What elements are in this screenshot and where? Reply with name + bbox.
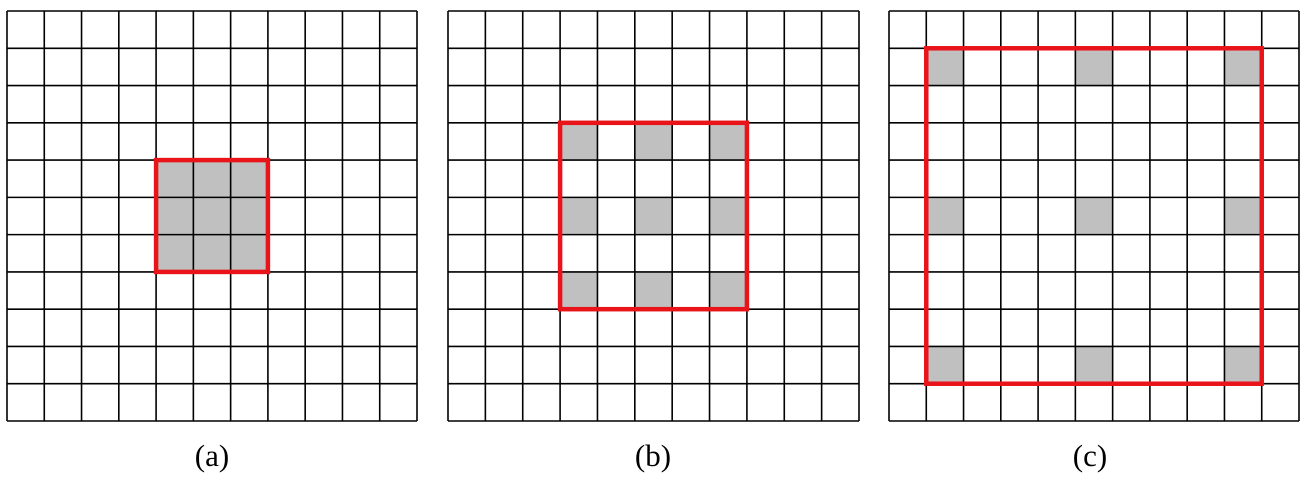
sampled-cell bbox=[709, 197, 747, 235]
receptive-field-box bbox=[557, 120, 750, 312]
sampled-cell bbox=[709, 271, 747, 310]
panel-b-caption: (b) bbox=[634, 438, 672, 473]
sampled-cell bbox=[926, 346, 964, 384]
sampled-cell bbox=[560, 197, 598, 235]
sampled-cell bbox=[1075, 346, 1113, 384]
sampled-cell bbox=[230, 234, 268, 272]
sampled-cell bbox=[634, 122, 673, 161]
sampled-cell bbox=[1224, 346, 1262, 384]
panel-a-caption: (a) bbox=[194, 438, 230, 473]
sampled-cell bbox=[926, 48, 964, 86]
sampled-cell bbox=[156, 234, 194, 272]
sampled-cell bbox=[634, 271, 673, 310]
sampled-cell bbox=[193, 160, 231, 198]
sampled-cell bbox=[230, 197, 268, 235]
sampled-cell bbox=[1224, 197, 1262, 235]
sampled-cell bbox=[560, 271, 598, 310]
receptive-field-box bbox=[153, 157, 271, 275]
sampled-cell bbox=[1075, 48, 1113, 86]
sampled-cell bbox=[156, 197, 194, 235]
sampled-cell bbox=[926, 197, 964, 235]
sampled-cell bbox=[709, 122, 747, 161]
sampled-cell bbox=[230, 160, 268, 198]
sampled-cell bbox=[193, 197, 231, 235]
sampled-cell bbox=[1075, 197, 1113, 235]
panel-c-caption: (c) bbox=[1072, 438, 1108, 473]
panel-c bbox=[888, 10, 1300, 422]
receptive-field-box bbox=[924, 46, 1264, 386]
sampled-cell bbox=[560, 122, 598, 161]
sampled-cell bbox=[634, 197, 673, 235]
sampled-cell bbox=[156, 160, 194, 198]
panel-a bbox=[6, 10, 418, 422]
panel-b bbox=[447, 10, 860, 422]
sampled-cell bbox=[193, 234, 231, 272]
sampled-cell bbox=[1224, 48, 1262, 86]
